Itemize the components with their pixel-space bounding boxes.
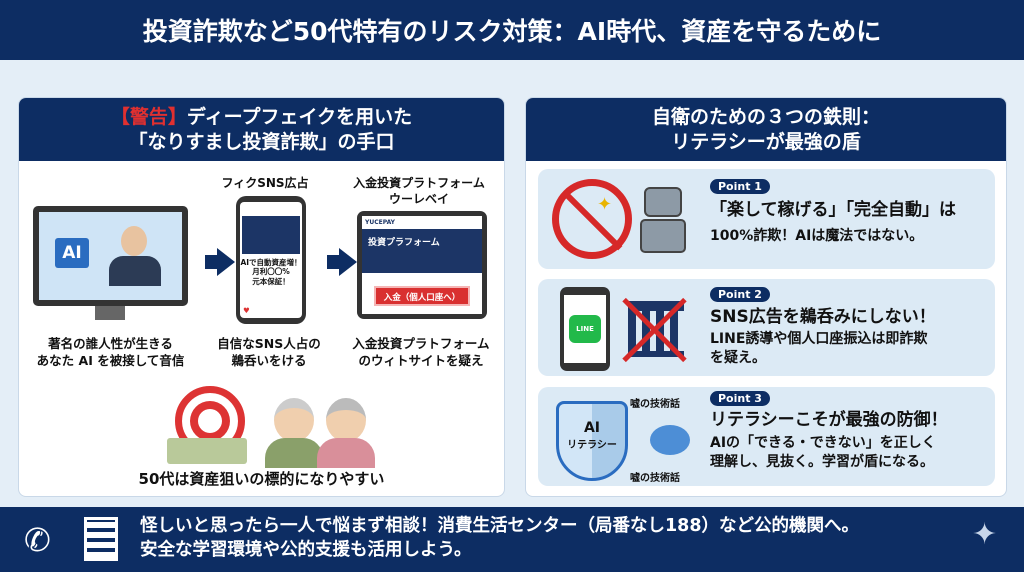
ai-chip-icon: AI [55,238,89,268]
line-app-icon: LINE [569,315,601,343]
deposit-button: 入金（個人口座へ） [374,286,470,306]
point-card-2: LINE Point 2 SNS広告を鵜呑みにしない！ LINE誘導や個人口座振… [538,279,995,376]
elderly-woman-icon [326,398,366,442]
brain-icon [650,425,690,455]
person-icon [121,226,147,256]
header-line-1: ディープフェイクを用いた [186,105,413,128]
header-line-2: リテラシーが最強の盾 [671,130,861,153]
ad-text: 月利〇〇% [252,267,290,277]
arrow-icon [205,248,235,276]
warning-label: 【警告】 [110,105,187,128]
smartphone-icon: LINE [560,287,610,371]
page-title: 投資詐欺など50代特有のリスク対策：AI時代、資産を守るために [0,0,1024,60]
ad-text: 元本保証！ [252,276,290,286]
self-defense-panel: 自衛のための３つの鉄則： リテラシーが最強の盾 ✦ Point 1 「楽して稼げ… [525,97,1007,497]
scam-method-panel: 【警告】ディープフェイクを用いた 「なりすまし投資詐欺」の手口 AI 著名の誰人… [18,97,505,497]
lie-label: 嘘の技術話 [630,399,680,410]
heart-icon: ♥ [243,306,250,315]
point-body: LINE誘導や個人口座振込は即詐欺を疑え。 [710,331,928,366]
header-line-2: 「なりすまし投資詐欺」の手口 [128,130,395,153]
sparkle-icon: ✦ [972,517,998,552]
point-title: リテラシーこそが最強の防御！ [710,410,948,430]
point-title: SNS広告を鵜呑みにしない！ [710,307,936,327]
phone-illustration: AIで自動資産増！月利〇〇%元本保証！ ♥ [236,196,306,324]
site-title: 投資プラフォーム [362,229,482,273]
point-badge: Point 3 [710,391,770,406]
phone-icon: ✆ [24,521,51,559]
point-card-1: ✦ Point 1 「楽して稼げる」「完全自動」は 100%詐欺！AIは魔法では… [538,169,995,269]
footer-text: 怪しいと思ったら一人で悩まず相談！消費生活センター（局番なし188）など公的機関… [140,516,860,560]
step2-caption: 自信なSNS人占の鵜呑いをける [217,336,321,368]
tablet-illustration: YUCEPAY 投資プラフォーム 入金（個人口座へ） [357,211,487,319]
no-magic-wand-icon: ✦ [552,179,632,259]
monitor-illustration: AI [33,206,188,306]
point-body: 100%詐欺！AIは魔法ではない。 [710,228,924,244]
step2-label: フィクSNS広占 [221,176,309,190]
scam-panel-header: 【警告】ディープフェイクを用いた 「なりすまし投資詐欺」の手口 [19,98,504,161]
header-line-1: 自衛のための３つの鉄則： [651,105,880,128]
step1-caption: 著名の誰人性が生きるあなた AI を被接して音信 [36,336,185,368]
lie-label: 嘘の技術話 [630,473,680,484]
defense-panel-header: 自衛のための３つの鉄則： リテラシーが最強の盾 [526,98,1006,161]
point-badge: Point 2 [710,287,770,302]
suit-icon [109,256,161,286]
point-body: AIの「できる・できない」を正しく理解し、見抜く。学習が盾になる。 [710,435,936,470]
step3-label: 入金投資プラトフォームウーレベイ [353,176,485,206]
site-logo: YUCEPAY [365,219,395,226]
building-icon [84,517,118,561]
point-badge: Point 1 [710,179,770,194]
footer-banner: ✆ 怪しいと思ったら一人で悩まず相談！消費生活センター（局番なし188）など公的… [0,507,1024,572]
arrow-icon [327,248,357,276]
step3-caption: 入金投資プラトフォームのウィトサイトを疑え [352,336,490,368]
robot-icon [644,187,682,217]
ad-text: AIで自動資産増！ [240,258,302,267]
money-icon [167,438,247,464]
target-caption: 50代は資産狙いの標的になりやすい [138,470,385,488]
elderly-man-icon [274,398,314,442]
point-title: 「楽して稼げる」「完全自動」は [710,200,956,220]
